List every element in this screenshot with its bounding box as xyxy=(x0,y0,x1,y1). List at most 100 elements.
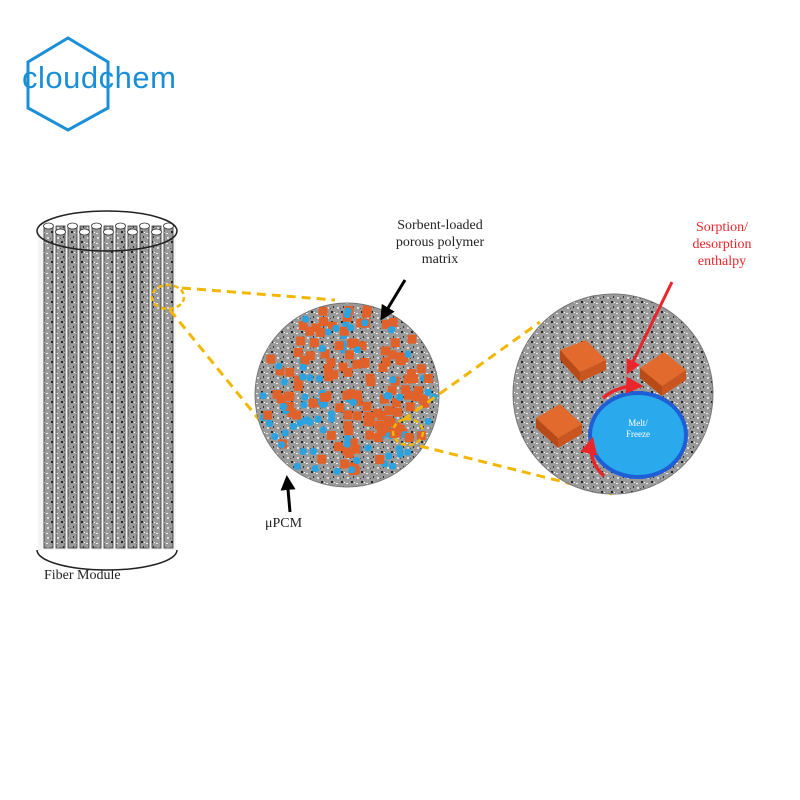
pcm-particle xyxy=(306,418,314,426)
pcm-particle xyxy=(321,400,328,408)
sorbent-particle xyxy=(317,454,327,464)
sorbent-particle xyxy=(364,411,373,421)
fiber-highlight-circle xyxy=(150,283,186,311)
pcm-particle xyxy=(385,452,393,460)
upcm-label: μPCM xyxy=(265,516,303,531)
pcm-particle xyxy=(296,419,304,427)
pcm-particle xyxy=(306,374,314,382)
sorbent-particle xyxy=(353,390,362,400)
fiber-tube-end xyxy=(79,228,90,236)
logo-text: cloudchem xyxy=(22,60,177,95)
pcm-particle xyxy=(404,448,412,456)
sorbent-particle xyxy=(272,389,282,399)
pcm-particle xyxy=(324,328,332,336)
sorbent-particle xyxy=(416,364,426,374)
sorbent-particle xyxy=(405,402,415,412)
sorbent-particle xyxy=(293,347,303,357)
sorbent-particle xyxy=(285,367,295,377)
fiber-tube xyxy=(91,225,102,549)
sorbent-pointer-arrow xyxy=(380,279,407,321)
fiber-tube xyxy=(79,225,90,549)
fiber-tube-end xyxy=(127,228,138,236)
sorbent-particle xyxy=(292,410,302,420)
sorbent-particle xyxy=(384,406,394,416)
sorbent-particle xyxy=(340,459,350,469)
matrix-magnified-circle xyxy=(254,302,440,488)
fiber-tube-end xyxy=(67,222,78,230)
pcm-particle xyxy=(275,362,283,370)
sorbent-cube-top-left xyxy=(560,340,606,382)
pcm-particle xyxy=(280,403,288,410)
sorbent-matrix-label: Sorbent-loaded porous polymer matrix xyxy=(385,218,495,268)
pcm-particle xyxy=(278,441,285,449)
sorbent-particle xyxy=(285,401,295,411)
fiber-tube-end xyxy=(103,228,114,236)
pcm-particle xyxy=(404,350,412,358)
sorbent-particle xyxy=(345,350,355,360)
fiber-module-bottom xyxy=(36,549,178,571)
sorbent-particle xyxy=(406,369,416,379)
sorbent-particle xyxy=(305,351,315,361)
sorbent-particle xyxy=(296,336,306,346)
pcm-particle xyxy=(309,447,317,455)
pcm-particle xyxy=(424,417,432,425)
enthalpy-arrow xyxy=(626,281,674,375)
sorbent-particle xyxy=(346,338,356,348)
pcm-particle xyxy=(280,378,288,386)
fiber-tube xyxy=(139,225,150,549)
sorbent-particle xyxy=(339,326,349,336)
sorbent-particle xyxy=(342,446,352,456)
sorbent-particle xyxy=(346,389,356,399)
sorbent-particle xyxy=(362,401,372,411)
fiber-tube-end xyxy=(91,222,102,230)
pcm-particle xyxy=(265,420,273,427)
connector-top-right xyxy=(402,320,541,422)
sorbent-particle xyxy=(266,354,276,364)
pcm-particle xyxy=(293,462,301,470)
fiber-module-label: Fiber Module xyxy=(44,568,121,583)
fiber-tube xyxy=(127,225,138,549)
sorbent-particle xyxy=(319,317,329,327)
sorbent-particle xyxy=(318,306,328,316)
enthalpy-label: Sorption/ desorption enthalpy xyxy=(672,220,772,270)
pcm-particle xyxy=(319,426,327,434)
sorbent-particle xyxy=(352,411,362,421)
sorbent-particle xyxy=(335,403,345,413)
enthalpy-label-line-1: Sorption/ xyxy=(695,220,749,235)
enthalpy-label-line-2: desorption xyxy=(692,236,752,252)
upcm-pointer-arrow xyxy=(280,475,296,513)
melt-freeze-label: Melt/ Freeze xyxy=(612,418,664,440)
sorbent-particle xyxy=(424,374,433,383)
sorbent-particle xyxy=(324,372,334,382)
sorbent-particle xyxy=(334,341,344,351)
sorbent-particle xyxy=(344,426,354,436)
pcm-particle xyxy=(385,392,393,400)
pcm-particle xyxy=(361,319,369,327)
fiber-tube xyxy=(55,225,66,549)
fiber-tube-end xyxy=(139,222,150,230)
cycle-arrow-top xyxy=(601,376,644,400)
hexagon-logo-icon xyxy=(26,36,110,132)
pcm-particle xyxy=(389,376,397,384)
pcm-particle xyxy=(333,467,341,475)
pcm-particle xyxy=(314,415,322,423)
pcm-particle xyxy=(347,324,355,332)
sorbent-particle xyxy=(404,433,414,442)
fiber-tube xyxy=(43,225,54,549)
pcm-particle xyxy=(353,346,361,354)
detail-magnified-circle xyxy=(512,293,714,495)
pcm-particle xyxy=(389,462,396,470)
pcm-particle xyxy=(348,466,356,474)
pcm-particle xyxy=(300,401,308,409)
sorbent-label-line-3: matrix xyxy=(421,251,459,267)
pcm-particle xyxy=(299,363,307,371)
sorbent-particle xyxy=(360,358,370,367)
sorbent-particle xyxy=(334,442,343,452)
sorbent-particle xyxy=(420,398,430,408)
pcm-particle xyxy=(299,373,307,381)
sorbent-particle xyxy=(403,390,413,400)
fiber-tube-end xyxy=(115,222,126,230)
fiber-tube xyxy=(151,225,162,549)
fiber-tube-end xyxy=(151,228,162,236)
sorbent-particle xyxy=(366,377,376,387)
